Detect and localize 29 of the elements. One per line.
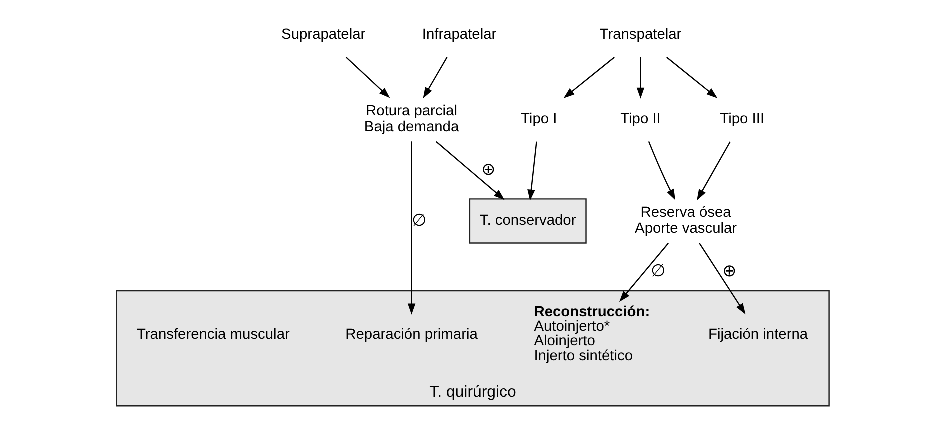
node-box: T. conservador [468,198,586,244]
node-text: Rotura parcial Baja demanda [364,103,459,136]
edge-label: ⊕ [722,260,736,281]
node-text: Infrapatelar [422,26,496,43]
node-text: Tipo I [520,111,557,128]
edge-label: ∅ [412,210,427,230]
arrow [698,243,746,315]
node-text: Tipo II [620,111,660,128]
arrow [696,142,730,201]
edge-label: ⊕ [480,158,495,179]
arrow [407,142,416,315]
node-text: Reparación primaria [345,326,478,343]
node-text: Reserva ósea Aporte vascular [634,205,737,237]
arrow [563,57,614,98]
node-text: Transferencia muscular [136,326,290,343]
arrow [648,141,676,200]
node-text: Reconstrucción: Autoinjerto* Aloinjerto Injerto sintético [534,304,650,364]
arrow [527,142,537,201]
node-text: Transpatelar [599,26,682,43]
node-text: Tipo III [720,111,764,128]
node-text: Suprapatelar [281,26,366,43]
arrow [666,57,718,98]
node-text: Fijación interna [708,326,808,343]
arrow [636,57,644,99]
arrow [422,57,448,99]
arrow [436,141,504,200]
edge-label: ∅ [650,260,666,281]
arrow [618,243,669,302]
arrow [345,57,390,98]
